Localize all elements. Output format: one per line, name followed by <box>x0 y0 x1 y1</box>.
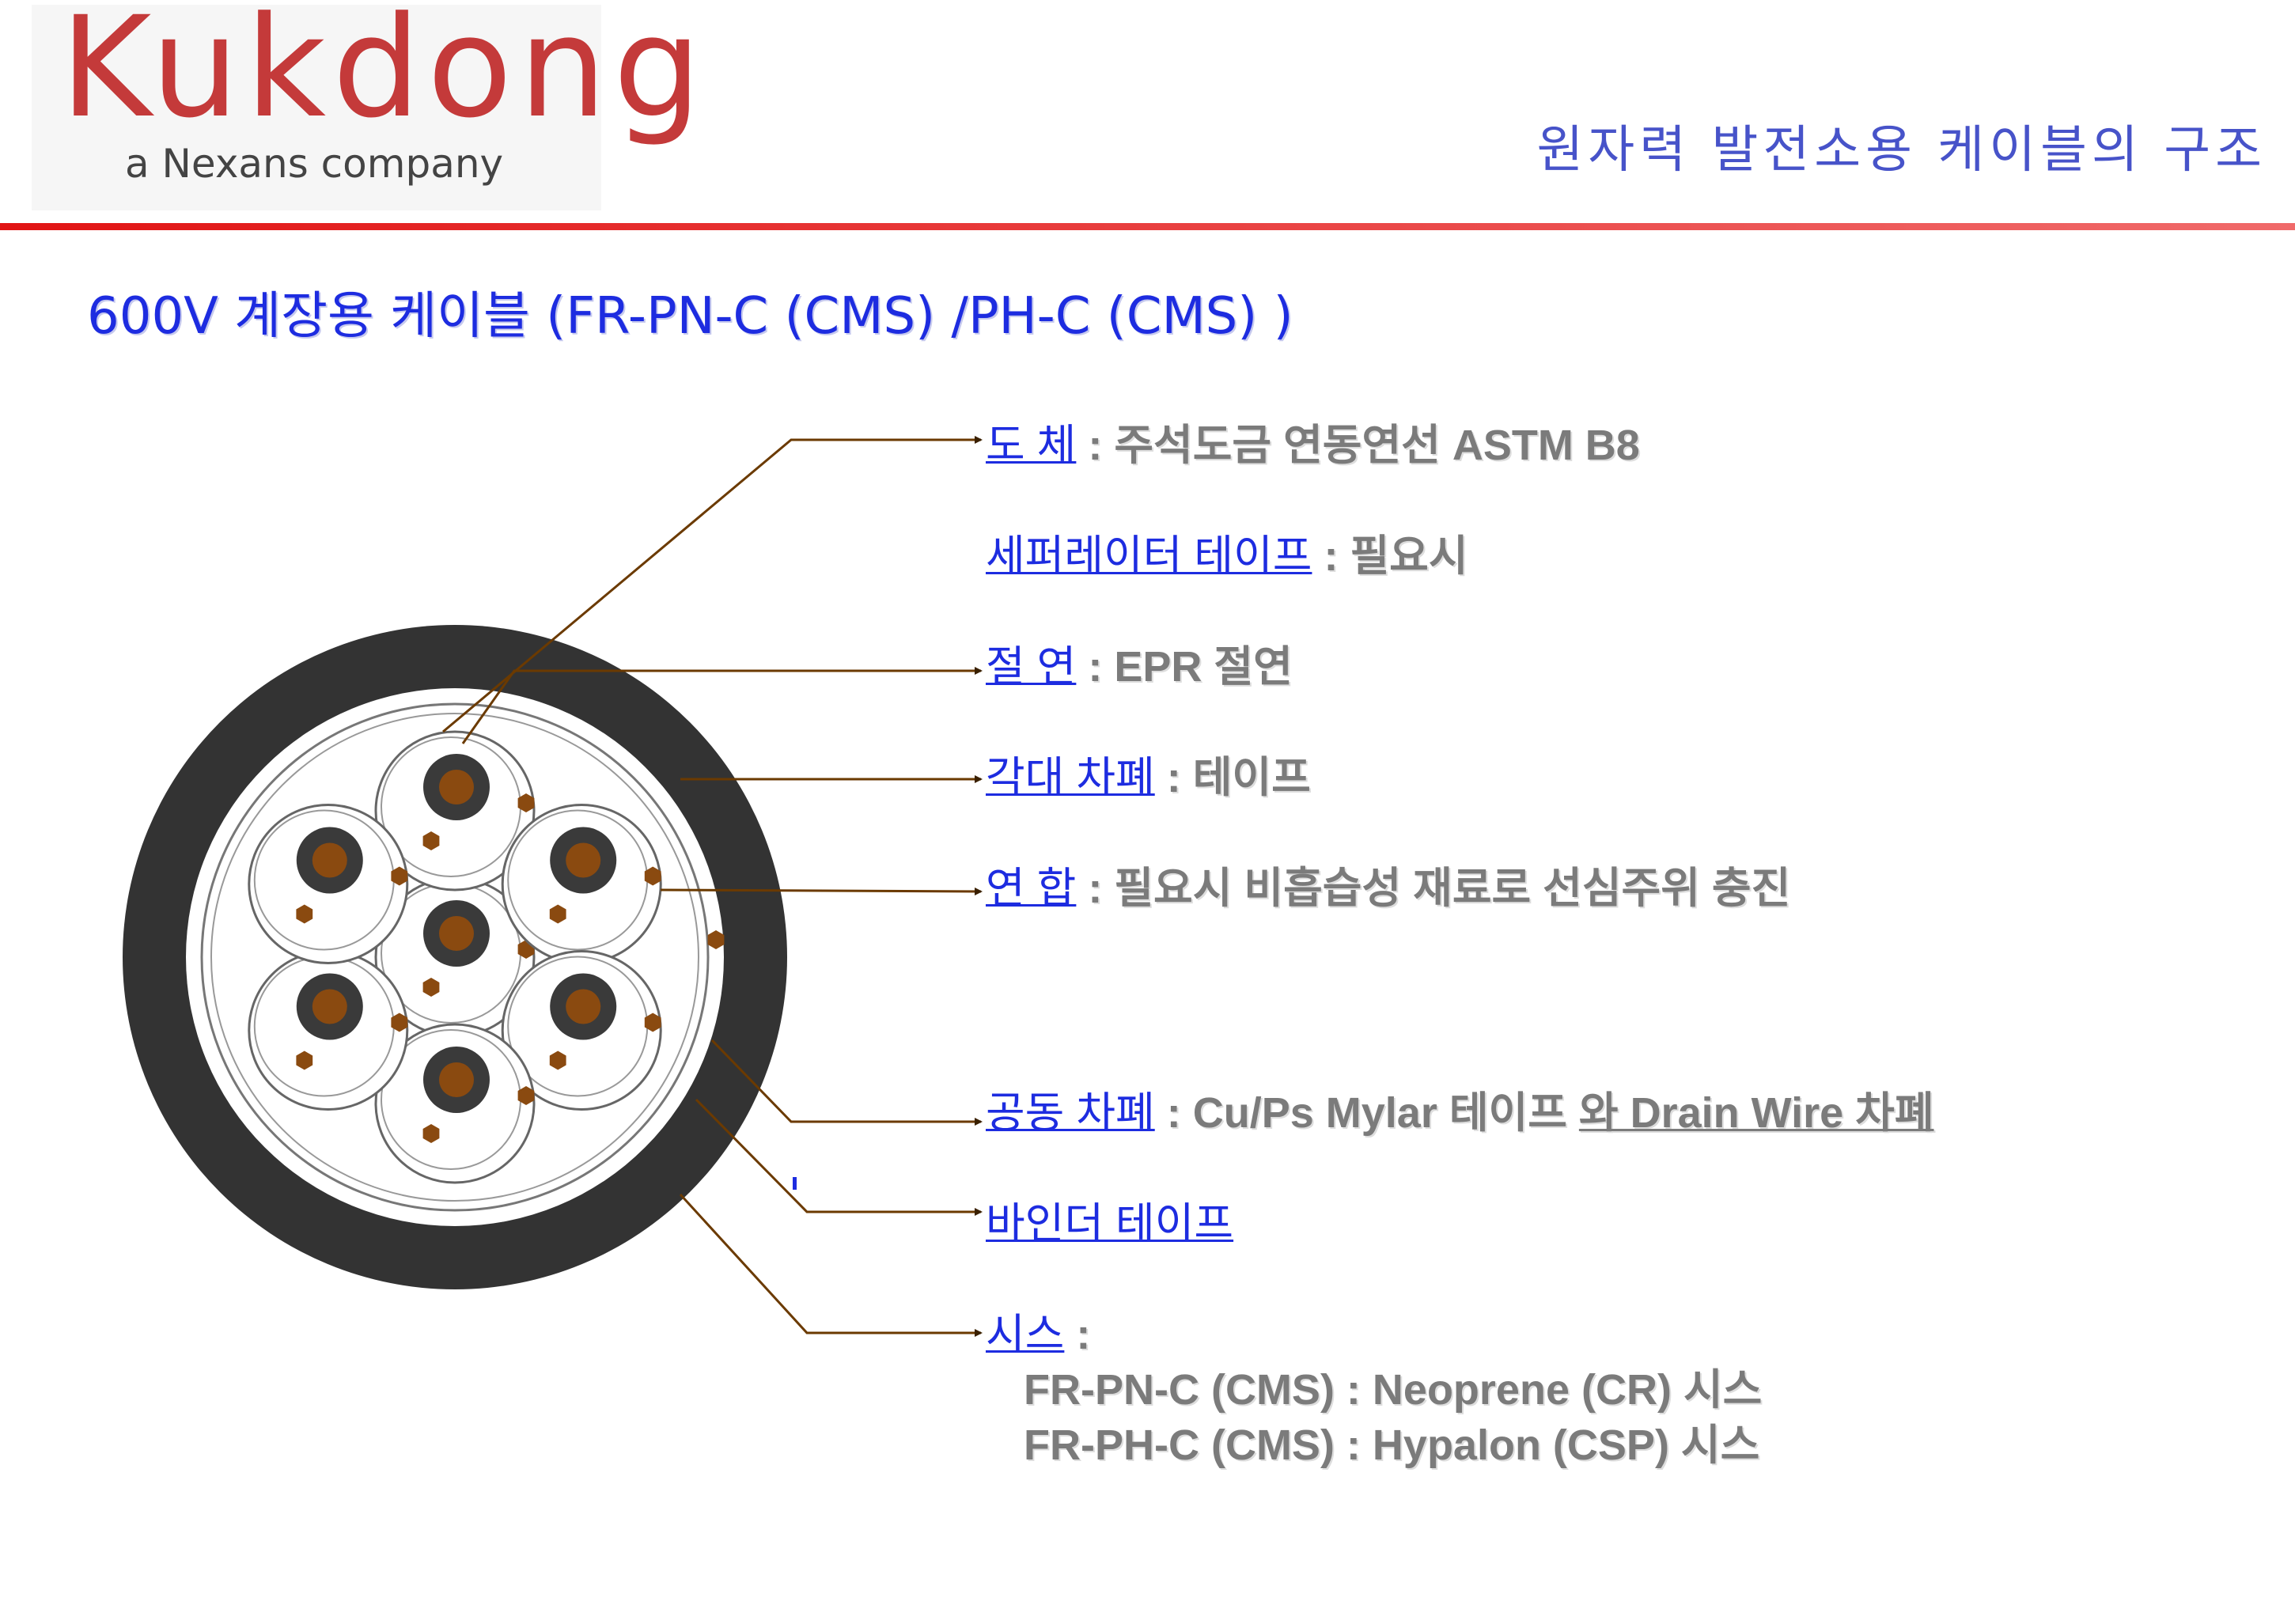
callout-insulation-desc: EPR 절연 <box>1114 643 1293 691</box>
callout-filler-name[interactable]: 연 합 <box>986 865 1077 912</box>
callout-pair-shield-desc: 테이프 <box>1192 754 1311 801</box>
callout-conductor-name[interactable]: 도 체 <box>986 422 1077 469</box>
twisted-pairs <box>248 730 662 1184</box>
leader-filler <box>660 887 983 895</box>
callout-insulation-name[interactable]: 절 연 <box>986 643 1077 691</box>
pair-6 <box>248 950 409 1111</box>
callout-common-shield-desc: Cu/Ps Mylar 테이프 <box>1192 1089 1579 1137</box>
filler-hexes <box>707 930 725 949</box>
leader-binder <box>695 1098 983 1216</box>
page-title: 600V 계장용 케이블 (FR-PN-C (CMS) /PH-C (CMS) … <box>87 287 1293 346</box>
callout-filler: 연 합 : 필요시 비흡습성 재료로 선심주위 충진 <box>986 865 1791 912</box>
callout-filler-desc: 필요시 비흡습성 재료로 선심주위 충진 <box>1114 865 1791 912</box>
conductor <box>312 842 347 878</box>
header-divider <box>0 223 2295 230</box>
callout-insulation: 절 연 : EPR 절연 <box>986 643 1293 691</box>
filler-hex <box>707 930 725 949</box>
drain-wire <box>549 904 566 924</box>
sheath-type-hypalon: FR-PH-C (CMS) : Hypalon (CSP) 시스 <box>1024 1421 1760 1469</box>
drain-wire <box>644 1013 661 1032</box>
conductor <box>439 1062 474 1097</box>
callout-common-shield-drain: 와 Drain Wire 차폐 <box>1578 1089 1934 1137</box>
callout-sheath: 시스 : <box>986 1311 1091 1358</box>
callout-pair-shield: 각대 차폐 : 테이프 <box>986 754 1311 801</box>
drain-wire <box>296 904 313 924</box>
small-blue-mark <box>793 1177 797 1190</box>
pair-7 <box>248 804 409 964</box>
header-title: 원자력 발전소용 케이블의 구조 <box>1536 121 2267 180</box>
leader-sheath <box>679 1193 983 1337</box>
callout-separator-tape-name[interactable]: 세퍼레이터 테이프 <box>986 532 1312 580</box>
drain-wire <box>549 1050 566 1070</box>
conductor <box>439 770 474 804</box>
drain-wire <box>422 831 440 850</box>
leader-conductor <box>442 436 983 733</box>
callout-common-shield: 공동 차폐 : Cu/Ps Mylar 테이프 와 Drain Wire 차폐 <box>986 1089 1934 1137</box>
callout-conductor-desc: 주석도금 연동연선 ASTM B8 <box>1114 422 1640 469</box>
conductor <box>439 916 474 951</box>
callout-binder-tape: 바인더 테이프 <box>986 1202 1233 1245</box>
drain-wire <box>644 866 661 886</box>
callout-pair-shield-name[interactable]: 각대 차폐 <box>986 754 1155 801</box>
pair-2 <box>374 730 536 891</box>
drain-wire <box>517 793 535 812</box>
leader-insulation <box>461 667 983 744</box>
drain-wire <box>391 866 408 886</box>
callout-sheath-name[interactable]: 시스 <box>986 1311 1065 1358</box>
callout-binder-tape-name[interactable]: 바인더 테이프 <box>986 1200 1234 1247</box>
callout-conductor: 도 체 : 주석도금 연동연선 ASTM B8 <box>986 422 1640 469</box>
callout-separator-tape: 세퍼레이터 테이프 : 필요시 <box>986 532 1468 580</box>
conductor <box>566 989 601 1024</box>
leader-common-shield <box>710 1039 983 1126</box>
common-shield <box>200 702 710 1212</box>
callout-separator-tape-desc: 필요시 <box>1350 532 1468 580</box>
pair-1 <box>374 876 536 1038</box>
pair-5 <box>374 1023 536 1184</box>
leader-lines <box>442 436 983 1337</box>
callout-common-shield-name[interactable]: 공동 차폐 <box>986 1089 1155 1137</box>
drain-wire <box>296 1050 313 1070</box>
pair-4 <box>501 950 662 1111</box>
drain-wire <box>422 978 440 997</box>
drain-wire <box>517 1086 535 1105</box>
company-logo: Kukdong a Nexans company <box>32 0 702 210</box>
drain-wire <box>422 1124 440 1143</box>
conductor <box>566 842 601 878</box>
conductor <box>312 989 347 1024</box>
pair-3 <box>501 804 662 964</box>
logo-tagline: a Nexans company <box>125 141 504 187</box>
sheath-type-neoprene: FR-PN-C (CMS) : Neoprene (CR) 시스 <box>1024 1366 1763 1414</box>
logo-wordmark: Kukdong <box>60 0 708 149</box>
drain-wire <box>391 1013 408 1032</box>
